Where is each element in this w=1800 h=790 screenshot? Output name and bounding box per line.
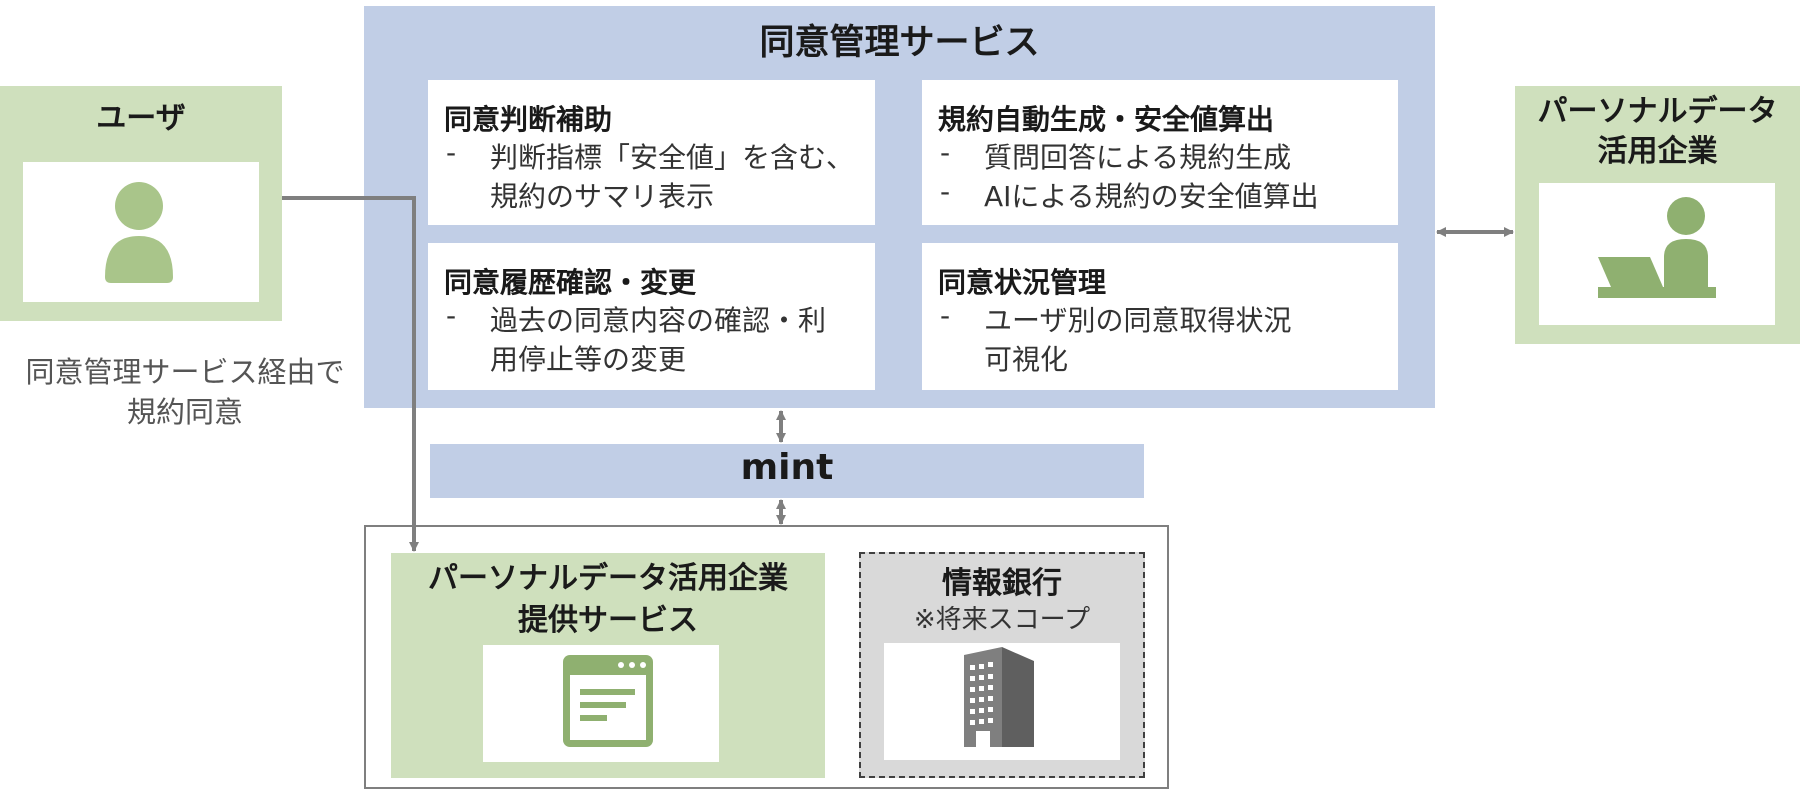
info-bank-note: ※将来スコープ <box>913 605 1091 635</box>
bullet-dash: - <box>446 299 457 332</box>
feature-item-cont: 用停止等の変更 <box>490 343 687 376</box>
mint-label: mint <box>740 447 834 488</box>
bank-icon-frame <box>884 643 1120 760</box>
partner-title-line: パーソナルデータ <box>1537 94 1778 129</box>
user-icon <box>105 182 173 283</box>
feature-item: 過去の同意内容の確認・利 <box>490 304 827 337</box>
info-bank-title: 情報銀行 <box>942 566 1062 601</box>
feature-item: ユーザ別の同意取得状況 <box>984 304 1292 337</box>
feature-item: 質問回答による規約生成 <box>984 141 1292 174</box>
bullet-dash: - <box>940 136 951 169</box>
bullet-dash: - <box>940 175 951 208</box>
web-window-icon <box>563 655 653 747</box>
partner-title-line: 活用企業 <box>1597 134 1718 169</box>
feature-consent-history: 同意履歴確認・変更 - 過去の同意内容の確認・利 用停止等の変更 <box>428 243 875 390</box>
user-note-line: 同意管理サービス経由で <box>25 355 345 389</box>
user-to-service-arrow <box>282 196 419 552</box>
feature-title: 同意判断補助 <box>444 103 613 136</box>
office-worker-laptop-icon <box>1598 197 1716 298</box>
feature-item-cont: 可視化 <box>984 343 1069 376</box>
feature-consent-status: 同意状況管理 - ユーザ別の同意取得状況 可視化 <box>922 243 1398 390</box>
partner-title: パーソナルデータ 活用企業 <box>1515 92 1800 172</box>
user-title: ユーザ <box>96 101 186 136</box>
pd-title-line: 提供サービス <box>518 603 698 638</box>
feature-title: 規約自動生成・安全値算出 <box>938 103 1275 136</box>
consent-service-title: 同意管理サービス <box>759 23 1040 63</box>
user-note-line: 規約同意 <box>126 395 243 429</box>
bullet-dash: - <box>446 136 457 169</box>
service-icon-frame <box>483 645 719 762</box>
feature-terms-generation: 規約自動生成・安全値算出 - 質問回答による規約生成 - AIによる規約の安全値… <box>922 80 1398 225</box>
feature-title: 同意履歴確認・変更 <box>444 266 697 299</box>
user-icon-frame <box>23 162 259 302</box>
user-note: 同意管理サービス経由で 規約同意 <box>0 352 370 432</box>
partner-icon-frame <box>1539 183 1775 325</box>
feature-consent-assist: 同意判断補助 - 判断指標「安全値」を含む、 規約のサマリ表示 <box>428 80 875 225</box>
feature-item: AIによる規約の安全値算出 <box>984 180 1319 213</box>
personal-data-service-title: パーソナルデータ活用企業 提供サービス <box>391 558 825 642</box>
mint-platform <box>430 444 1144 498</box>
feature-item-cont: 規約のサマリ表示 <box>490 180 715 213</box>
feature-item: 判断指標「安全値」を含む、 <box>490 141 855 174</box>
bullet-dash: - <box>940 299 951 332</box>
pd-title-line: パーソナルデータ活用企業 <box>428 561 788 596</box>
feature-title: 同意状況管理 <box>938 266 1107 299</box>
building-icon <box>964 647 1034 747</box>
